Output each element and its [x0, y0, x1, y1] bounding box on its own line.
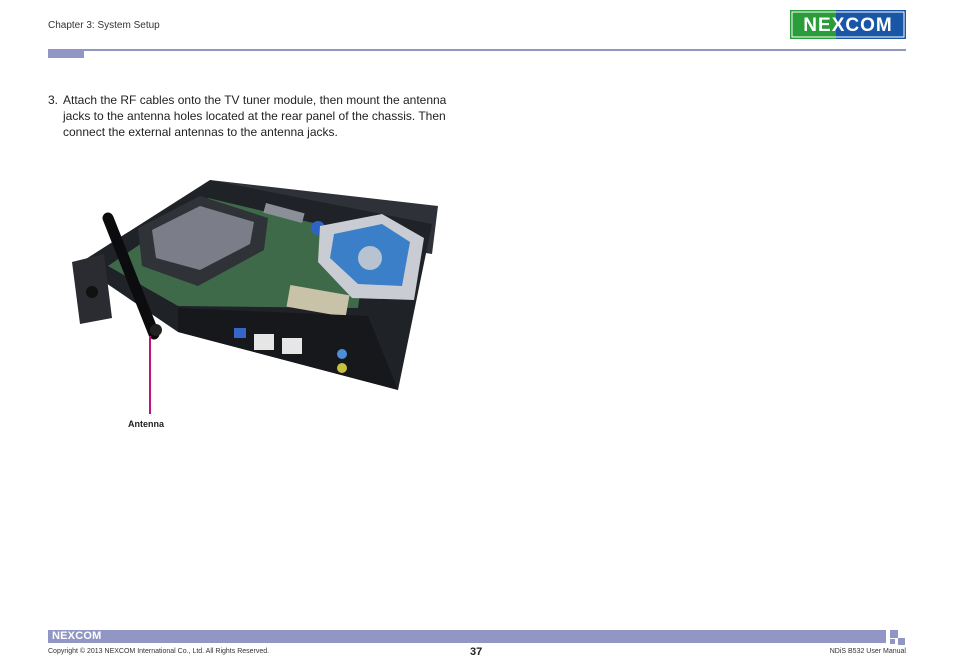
tv-tuner-module [286, 284, 350, 318]
hard-drive-spindle [358, 246, 382, 270]
footer-decor-square [890, 639, 895, 644]
memory-slot [263, 202, 305, 224]
callout-line [149, 336, 151, 414]
logo-text: NEXCOM [803, 15, 892, 36]
footer-decor-square [890, 630, 898, 638]
step-text: Attach the RF cables onto the TV tuner m… [63, 93, 447, 139]
audio-jack-blue [337, 349, 347, 359]
audio-jack-yellow [337, 363, 347, 373]
antenna-hole [86, 286, 98, 298]
footer-decor-square [898, 638, 905, 645]
usb-port [234, 328, 246, 338]
heatsink-top [152, 206, 254, 270]
header-tab [48, 51, 84, 58]
system-photo [72, 180, 438, 390]
step-number: 3. [48, 93, 59, 107]
footer-bar [48, 630, 886, 643]
page-number: 37 [470, 646, 483, 658]
lan-port-1 [254, 334, 274, 350]
antenna-callout-label: Antenna [128, 419, 164, 429]
nexcom-logo: NEXCOM [790, 10, 906, 39]
chapter-title: Chapter 3: System Setup [48, 20, 160, 31]
step-item: 3. Attach the RF cables onto the TV tune… [48, 92, 468, 140]
footer-logo: NEXCOM [52, 630, 102, 642]
antenna-jack [150, 324, 162, 336]
header-rule [48, 49, 906, 51]
manual-title: NDiS B532 User Manual [829, 648, 906, 655]
copyright-text: Copyright © 2013 NEXCOM International Co… [48, 648, 270, 655]
antenna [102, 212, 160, 340]
lan-port-2 [282, 338, 302, 354]
